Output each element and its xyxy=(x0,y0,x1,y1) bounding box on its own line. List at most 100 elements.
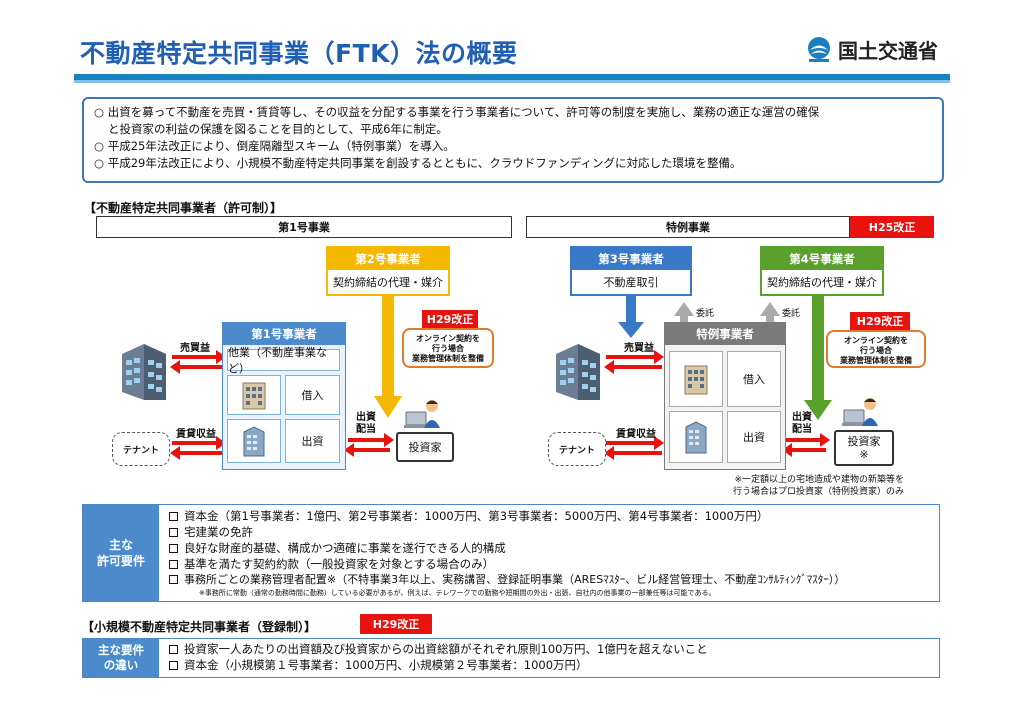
left-bar-label: 第1号事業 xyxy=(96,216,512,238)
checkbox-icon xyxy=(169,528,178,537)
req-item-text: 基準を満たす契約約款（一般投資家を対象とする場合のみ） xyxy=(184,557,495,571)
mlit-logo-icon xyxy=(808,37,830,62)
right-note: ※一定額以上の宅地造成や建物の新築等を 行う場合はプロ投資家（特例投資家）のみ xyxy=(718,474,904,498)
left-op1-box: 第1号事業者 他業（不動産事業など） 借入 出資 xyxy=(222,322,346,470)
right-op3-head: 第3号事業者 xyxy=(572,248,690,270)
right-dividend-line-1: 出資 xyxy=(792,412,812,423)
page-title: 不動産特定共同事業（FTK）法の概要 xyxy=(80,39,518,68)
req-item: 基準を満たす契約約款（一般投資家を対象とする場合のみ） xyxy=(169,556,933,572)
left-callout-line-1: オンライン契約を xyxy=(416,334,480,343)
right-dividend-line-2: 配当 xyxy=(792,424,812,435)
license-requirements-head: 主な許可要件 xyxy=(83,505,159,601)
checkbox-icon xyxy=(169,661,178,670)
right-bar-tag: H25改正 xyxy=(850,216,934,238)
left-dividend-label: 出資 配当 xyxy=(356,412,376,436)
req-item-text: 事務所ごとの業務管理者配置※（不特事業3年以上、実務講習、登録証明事業（ARES… xyxy=(184,573,846,586)
right-bar-label: 特例事業 xyxy=(526,216,850,238)
right-callout-line-3: 業務管理体制を整備 xyxy=(840,356,912,365)
right-special-office-cell xyxy=(669,411,723,463)
left-dividend-line-2: 配当 xyxy=(356,424,376,435)
intro-line-4: ○ 平成29年法改正により、小規模不動産特定共同事業を創設するとともに、クラウド… xyxy=(94,156,742,170)
title-underline-light xyxy=(74,80,950,83)
right-callout-line-1: オンライン契約を xyxy=(844,336,908,345)
checkbox-icon xyxy=(169,544,178,553)
req-item: 資本金（第1号事業者：1億円、第2号事業者：1000万円、第3号事業者：5000… xyxy=(169,508,933,524)
right-special-building-cell xyxy=(669,351,723,407)
right-op3-body: 不動産取引 xyxy=(572,270,690,294)
small-req-head-line-2: の違い xyxy=(103,658,139,672)
right-investor-label: 投資家 xyxy=(847,435,881,448)
license-requirements-list: 資本金（第1号事業者：1億円、第2号事業者：1000万円、第3号事業者：5000… xyxy=(169,508,933,599)
left-building-icon xyxy=(122,344,166,400)
right-trade-label: 売買益 xyxy=(624,343,654,354)
req-item-text: 良好な財産的基礎、構成かつ適確に事業を遂行できる人的構成 xyxy=(184,541,506,555)
small-req-item: 資本金（小規模第１号事業者：1000万円、小規模第２号事業者：1000万円） xyxy=(169,657,933,673)
right-entrust-2: 委託 xyxy=(782,309,801,319)
right-entrust-1: 委託 xyxy=(696,309,715,319)
license-requirements-box: 主な許可要件 資本金（第1号事業者：1億円、第2号事業者：1000万円、第3号事… xyxy=(82,504,940,602)
right-building-icon xyxy=(556,344,600,400)
right-special-invest: 出資 xyxy=(727,411,781,463)
left-tenant: テナント xyxy=(112,432,170,466)
req-item-text: 資本金（第1号事業者：1億円、第2号事業者：1000万円、第3号事業者：5000… xyxy=(184,509,769,523)
right-op4-body: 契約締結の代理・媒介 xyxy=(762,270,882,294)
office-building-icon xyxy=(243,426,265,457)
left-op1-head: 第1号事業者 xyxy=(223,323,345,345)
right-callout-line-2: 行う場合 xyxy=(860,346,892,355)
intro-line-1: ○ 出資を募って不動産を売買・賃貸等し、その収益を分配する事業を行う事業者につい… xyxy=(94,105,820,119)
req-item-text: 宅建業の免許 xyxy=(184,525,253,539)
small-requirements-head: 主な要件の違い xyxy=(83,639,159,677)
right-investor-box: 投資家 ※ xyxy=(834,430,894,466)
left-callout-line-2: 行う場合 xyxy=(432,344,464,353)
small-req-item-text: 投資家一人あたりの出資額及び投資家からの出資総額がそれぞれ原則100万円、1億円… xyxy=(184,642,708,656)
section-label-small: 【小規模不動産特定共同事業者（登録制）】 xyxy=(82,620,317,634)
left-callout-tag: H29改正 xyxy=(422,310,478,328)
req-item: 宅建業の免許 xyxy=(169,524,933,540)
right-investor-mark: ※ xyxy=(859,448,869,461)
right-callout-tag: H29改正 xyxy=(850,312,910,330)
apartment-icon xyxy=(684,365,708,395)
small-req-head-line-1: 主な要件 xyxy=(98,643,144,657)
title-underline xyxy=(74,74,950,80)
apartment-icon xyxy=(242,382,266,410)
left-callout: オンライン契約を 行う場合 業務管理体制を整備 xyxy=(402,328,494,368)
intro-line-2: と投資家の利益の保護を図ることを目的として、平成6年に制定。 xyxy=(108,122,448,136)
mlit-logo: 国土交通省 xyxy=(806,32,956,66)
left-op1-invest: 出資 xyxy=(285,419,340,463)
right-op4-head: 第4号事業者 xyxy=(762,248,882,270)
right-tenant: テナント xyxy=(548,432,606,466)
right-op4-box: 第4号事業者 契約締結の代理・媒介 xyxy=(760,246,884,296)
right-rent-label: 賃貸収益 xyxy=(616,429,656,440)
left-rent-label: 賃貸収益 xyxy=(176,429,216,440)
intro-line-3: ○ 平成25年法改正により、倒産隔離型スキーム（特例事業）を導入。 xyxy=(94,139,455,153)
left-op2-box: 第2号事業者 契約締結の代理・媒介 xyxy=(326,246,450,296)
right-dividend-label: 出資 配当 xyxy=(792,412,812,436)
right-special-head: 特例事業者 xyxy=(665,323,785,345)
section2-tag: H29改正 xyxy=(360,614,432,634)
left-callout-line-3: 業務管理体制を整備 xyxy=(412,354,484,363)
left-trade-label: 売買益 xyxy=(180,343,210,354)
small-requirements-box: 主な要件の違い 投資家一人あたりの出資額及び投資家からの出資総額がそれぞれ原則1… xyxy=(82,638,940,678)
left-op1-borrow: 借入 xyxy=(285,375,340,415)
left-op2-arrow-shaft xyxy=(382,288,394,396)
small-requirements-list: 投資家一人あたりの出資額及び投資家からの出資総額がそれぞれ原則100万円、1億円… xyxy=(169,641,933,673)
logo-text: 国土交通省 xyxy=(838,38,938,63)
req-head-line-2: 許可要件 xyxy=(96,554,145,568)
right-note-line-2: 行う場合はプロ投資家（特例投資家）のみ xyxy=(732,487,904,497)
left-op2-arrow-head xyxy=(374,396,402,418)
intro-box: ○ 出資を募って不動産を売買・賃貸等し、その収益を分配する事業を行う事業者につい… xyxy=(82,97,944,183)
left-op2-head: 第2号事業者 xyxy=(328,248,448,270)
section-label-licensed: 【不動産特定共同事業者（許可制）】 xyxy=(84,201,283,215)
left-investor-person-icon xyxy=(404,400,440,428)
right-special-box: 特例事業者 借入 出資 xyxy=(664,322,786,470)
left-op2-body: 契約締結の代理・媒介 xyxy=(328,270,448,294)
checkbox-icon xyxy=(169,575,178,584)
left-op1-other: 他業（不動産事業など） xyxy=(227,346,340,375)
checkbox-icon xyxy=(169,512,178,521)
req-footnote: ※事務所に常勤（通常の勤務時間に勤務）している必要があるが、例えば、テレワークで… xyxy=(199,589,716,597)
left-op1-building-cell xyxy=(227,375,281,415)
right-investor-person-icon xyxy=(842,398,878,426)
right-note-line-1: ※一定額以上の宅地造成や建物の新築等を xyxy=(734,475,904,485)
req-head-line-1: 主な xyxy=(108,538,133,552)
